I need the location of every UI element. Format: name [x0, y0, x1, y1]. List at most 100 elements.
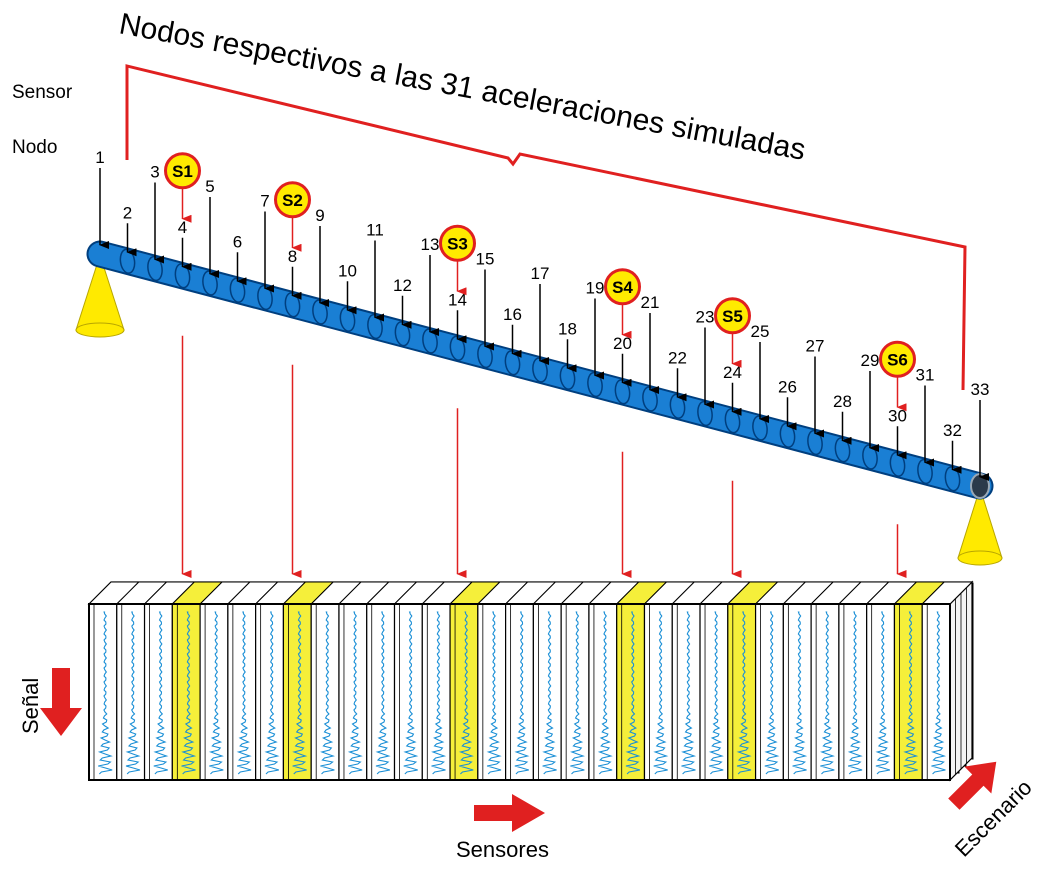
signal-wave — [431, 611, 447, 775]
signal-wave — [125, 611, 141, 775]
signal-wave — [625, 611, 641, 775]
node-label: 29 — [861, 351, 880, 370]
beam-segment-ring — [449, 335, 466, 361]
signal-wave — [653, 611, 669, 775]
node-label: 31 — [916, 366, 935, 385]
signal-wave — [347, 611, 363, 775]
node-label: 28 — [833, 392, 852, 411]
node-label: 11 — [366, 221, 384, 240]
signal-wave — [764, 611, 780, 775]
sensors-arrow-icon — [474, 794, 545, 832]
right-support-icon — [957, 486, 1003, 566]
sensor-projection-arrows — [181, 335, 907, 578]
node-label: 4 — [178, 218, 187, 237]
beam-segment-ring — [834, 437, 851, 463]
node-label: 7 — [260, 192, 269, 211]
beam-segment-ring — [229, 277, 246, 303]
node-label: 18 — [558, 319, 577, 338]
sensor-label: S5 — [722, 307, 743, 326]
beam-segment-ring — [944, 466, 961, 492]
node-label: 2 — [123, 203, 132, 222]
sensor-label: S1 — [172, 162, 193, 181]
node-label: 19 — [586, 279, 605, 298]
signal-wave — [570, 611, 586, 775]
beam-segment-ring — [394, 321, 411, 347]
beam-segment-ring — [284, 292, 301, 318]
sensors-axis-label: Sensores — [456, 837, 549, 862]
node-label: 6 — [233, 232, 242, 251]
beam-segment-ring — [422, 328, 438, 354]
sensor-row-label: Sensor — [12, 82, 73, 103]
node-label: 22 — [668, 348, 687, 367]
signal-wave — [819, 611, 835, 775]
sensor-marker — [604, 268, 641, 306]
beam-segment-ring — [752, 415, 768, 441]
beam-segment-ring — [477, 342, 493, 369]
beam-segment-ring — [587, 371, 603, 398]
beam-segment-ring — [889, 451, 906, 477]
signal-wave — [153, 611, 169, 775]
node-markers: 1234567891011121314151617181920212223242… — [95, 148, 989, 481]
matrix-outline — [88, 603, 951, 781]
beam-segment-ring — [257, 284, 273, 311]
node-row-label: Nodo — [12, 137, 57, 158]
beam-segment-ring — [614, 379, 631, 405]
beam-end-cap — [970, 473, 990, 499]
sensor-marker — [439, 224, 476, 262]
sensor-marker — [274, 181, 311, 219]
sensor-marker — [164, 152, 201, 190]
signal-wave — [681, 611, 697, 775]
signal-matrix — [87, 580, 974, 782]
sensor-label: S6 — [887, 350, 908, 369]
beam-segment-ring — [174, 263, 191, 289]
beam-segment-ring — [532, 357, 548, 383]
beam-segment-ring — [862, 444, 878, 470]
beam-segment-ring — [559, 364, 576, 390]
scenario-arrow-icon — [948, 761, 997, 810]
signal-axis-label: Señal — [18, 678, 43, 734]
node-label: 8 — [288, 247, 297, 266]
node-label: 16 — [503, 305, 522, 324]
node-label: 3 — [150, 163, 159, 182]
node-label: 14 — [448, 290, 467, 309]
sensor-label: S4 — [612, 278, 633, 297]
beam-segment-ring — [724, 408, 741, 434]
signal-wave — [458, 611, 474, 775]
beam-segment-ring — [147, 255, 163, 282]
sensor-label: S2 — [282, 191, 303, 210]
beam-segment-ring — [504, 350, 521, 376]
signal-wave — [736, 611, 752, 775]
signal-wave — [292, 611, 308, 775]
node-label: 26 — [778, 377, 797, 396]
beam-segment-ring — [367, 313, 383, 340]
sensor-marker — [879, 340, 916, 378]
node-label: 15 — [476, 250, 495, 269]
node-label: 27 — [806, 337, 825, 356]
node-label: 30 — [888, 406, 907, 425]
node-label: 23 — [696, 308, 715, 327]
node-label: 25 — [751, 322, 770, 341]
signal-wave — [264, 611, 280, 775]
signal-wave — [236, 611, 252, 775]
signal-wave — [320, 611, 336, 775]
node-label: 20 — [613, 334, 632, 353]
node-label: 13 — [421, 235, 440, 254]
beam-segment-ring — [917, 458, 933, 485]
signal-wave — [542, 611, 558, 775]
signal-wave — [403, 611, 419, 775]
left-support-icon — [75, 253, 125, 338]
signal-wave — [486, 611, 502, 775]
beam-segment-ring — [119, 248, 136, 274]
beam-segment-ring — [779, 422, 796, 448]
signal-wave — [597, 611, 613, 775]
signal-arrow-icon — [40, 668, 82, 736]
signal-wave — [708, 611, 724, 775]
signal-wave — [181, 611, 197, 775]
node-label: 9 — [315, 206, 324, 225]
node-label: 1 — [95, 148, 104, 167]
signal-wave — [875, 611, 891, 775]
beam-segment-ring — [202, 270, 218, 296]
node-label: 32 — [943, 421, 962, 440]
